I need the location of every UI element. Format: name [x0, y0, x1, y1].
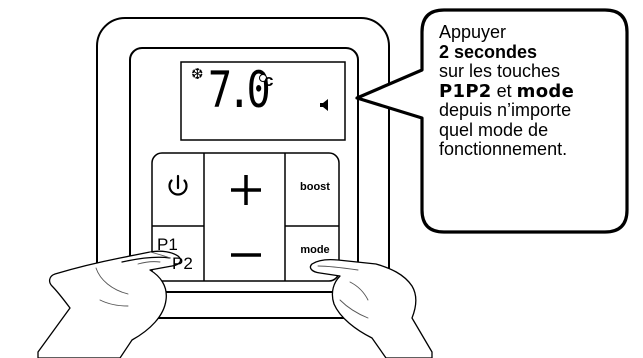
callout-line-2: 2 secondes — [439, 41, 538, 62]
temperature-unit: c — [264, 71, 274, 90]
callout-key-mode: mode — [516, 80, 575, 102]
callout-line-5: depuis n’importe — [439, 100, 572, 120]
temperature-display: 7.0 — [208, 61, 271, 119]
callout-line-6: quel mode de — [439, 119, 549, 140]
minus-button[interactable] — [205, 226, 284, 280]
p2-label: P2 — [172, 254, 193, 273]
right-hand-illustration — [309, 258, 433, 358]
keypad — [151, 152, 340, 282]
speaker-icon — [320, 99, 328, 111]
mode-label: mode — [300, 244, 330, 256]
p1-label: P1 — [157, 235, 178, 254]
callout-text: Appuyer 2 secondes sur les touches P1P2 … — [439, 22, 614, 160]
callout-keys-p1p2: P1P2 — [439, 80, 492, 102]
power-icon — [168, 174, 188, 196]
left-hand-illustration — [37, 250, 182, 358]
callout-line-1: Appuyer — [439, 22, 507, 42]
callout-and: et — [491, 80, 517, 101]
callout-line-7: fonctionnement. — [439, 139, 568, 159]
plus-icon — [231, 175, 261, 205]
callout-line-3: sur les touches — [439, 61, 561, 81]
boost-label: boost — [300, 181, 330, 193]
callout-bubble — [355, 8, 629, 234]
power-button[interactable] — [153, 154, 203, 225]
callout-line-4: P1P2 et mode — [439, 80, 614, 102]
snowflake-icon: ❆ — [191, 65, 204, 83]
degree-symbol — [259, 74, 267, 82]
